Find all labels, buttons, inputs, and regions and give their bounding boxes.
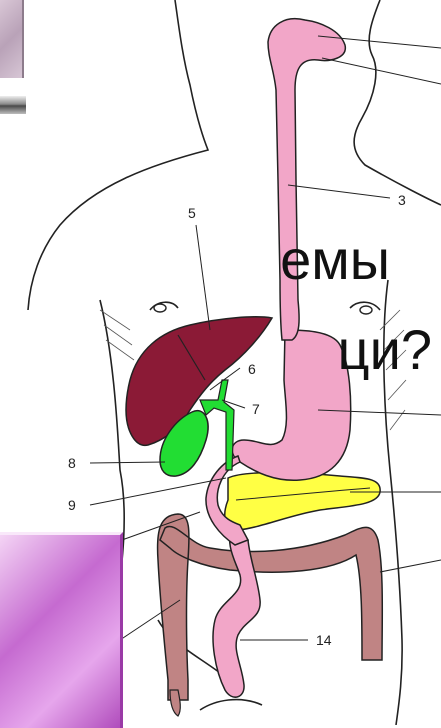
nipple-marks <box>154 304 372 314</box>
slide-text-line-2: ци? <box>338 322 433 378</box>
label-14: 14 <box>316 632 332 648</box>
label-3: 3 <box>398 192 406 208</box>
appendix <box>170 690 180 716</box>
label-8: 8 <box>68 455 76 471</box>
esophagus <box>268 19 345 340</box>
stomach <box>232 330 351 480</box>
label-6: 6 <box>248 361 256 377</box>
label-9: 9 <box>68 497 76 513</box>
pancreas <box>225 473 380 531</box>
decorative-tile-bottom <box>0 532 123 728</box>
large-intestine <box>158 514 383 700</box>
label-5: 5 <box>188 205 196 221</box>
slide-text-line-1: емы <box>280 232 390 288</box>
label-7: 7 <box>252 401 260 417</box>
